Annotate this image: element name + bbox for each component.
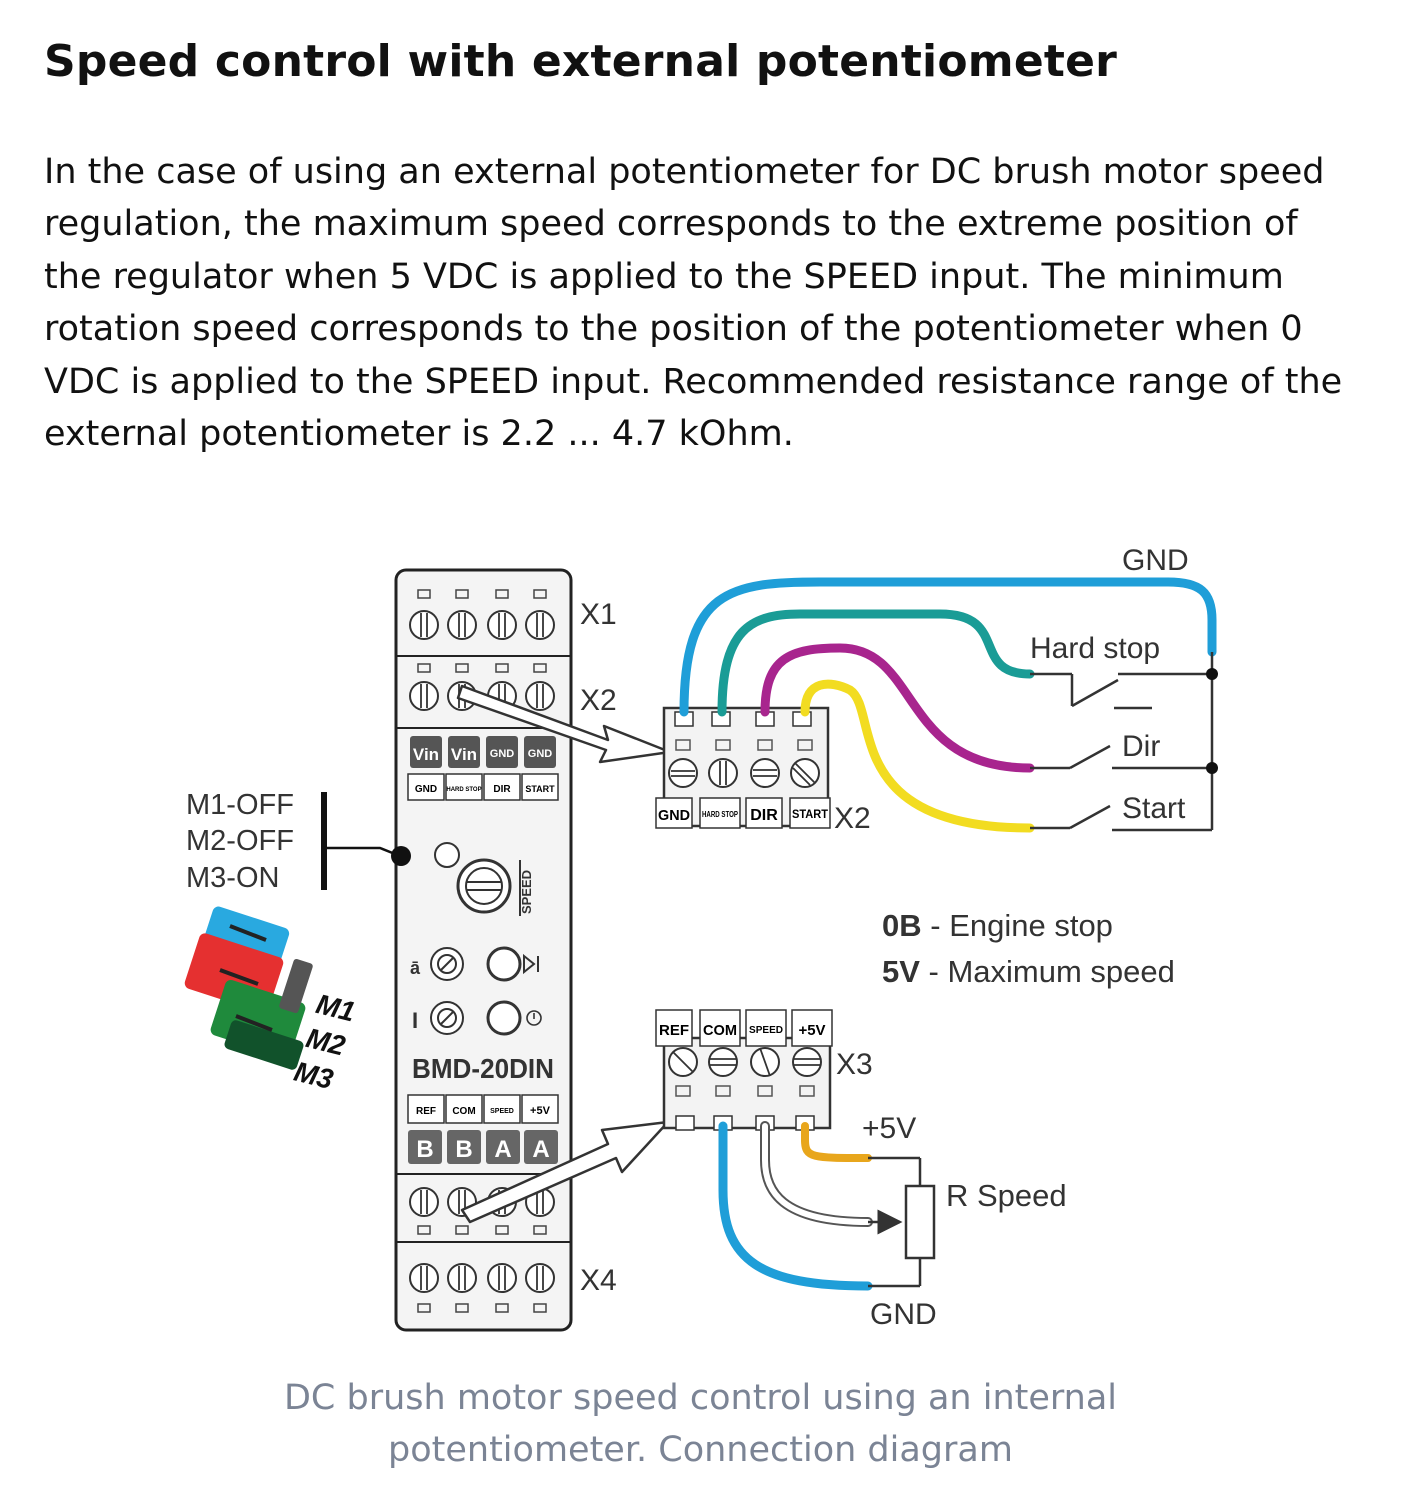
connection-diagram: X1 X2 Vin Vin GND GND GND HARD STOP DIR … <box>184 544 1218 1332</box>
pin-ref-label: REF <box>416 1106 436 1117</box>
jumper-settings: M1-OFF M2-OFF M3-ON <box>186 789 411 894</box>
x1-label: X1 <box>580 598 617 631</box>
pin-dir-label: DIR <box>493 784 511 795</box>
x3-block-ref-label: REF <box>659 1022 689 1039</box>
jumper-m1-label: M1 <box>313 988 358 1027</box>
caption-line-1: DC brush motor speed control using an in… <box>283 1378 1118 1418</box>
speed-knob-label: SPEED <box>519 870 534 914</box>
x3-pin-labels: REF COM SPEED +5V <box>407 1094 559 1124</box>
x2-block-start-label: START <box>792 807 829 821</box>
x4-terminal-block <box>409 1263 555 1313</box>
plus5v-wire <box>801 1122 872 1162</box>
svg-text:I: I <box>412 1008 418 1033</box>
device-model-label: BMD-20DIN <box>412 1053 554 1084</box>
gnd2-label: GND <box>528 748 553 760</box>
x2-block-label: X2 <box>834 802 871 835</box>
jumper-m2-label: M2 <box>303 1022 349 1062</box>
jumper-setting-m2: M2-OFF <box>186 825 294 857</box>
pin-hardstop-label: HARD STOP <box>446 787 481 793</box>
x3-block-com-label: COM <box>703 1022 737 1039</box>
x2-connector-block: GND HARD STOP DIR START <box>655 706 831 829</box>
pin-gnd-label: GND <box>415 784 437 795</box>
jumper-setting-m1: M1-OFF <box>186 789 294 821</box>
switch-schematic <box>1030 652 1218 832</box>
motor-pin-labels: B B A A <box>408 1130 558 1164</box>
hard-stop-wire <box>717 609 1035 717</box>
jumper-indicator-icon <box>434 842 460 868</box>
description-paragraph: In the case of using an external potenti… <box>44 152 1343 455</box>
motor-a2-label: A <box>532 1136 549 1163</box>
speed-knob-icon <box>456 858 512 914</box>
x2-block-hardstop-label: HARD STOP <box>702 810 739 819</box>
motor-b1-label: B <box>416 1136 433 1163</box>
dir-label: Dir <box>1122 730 1160 763</box>
x3-gnd-wire <box>718 1121 873 1291</box>
plus5v-label: +5V <box>862 1112 916 1145</box>
x2-device-label: X2 <box>580 684 617 717</box>
jumper-block-icon: M1 M2 M3 <box>184 906 358 1096</box>
pin-com-label: COM <box>452 1106 475 1117</box>
x1-terminal-block <box>409 589 555 640</box>
pot-gnd-label: GND <box>870 1298 937 1331</box>
pin-speed-label: SPEED <box>490 1108 514 1115</box>
speed-wire-outline <box>760 1121 873 1227</box>
gnd1-label: GND <box>490 748 515 760</box>
hard-stop-label: Hard stop <box>1030 632 1160 665</box>
x2-block-gnd-label: GND <box>658 807 690 824</box>
arrow-dot-icon: ā <box>410 958 421 978</box>
x3-block-label: X3 <box>836 1048 873 1081</box>
x2-zoom-arrow <box>456 684 672 764</box>
caption-line-2: potentiometer. Connection diagram <box>388 1430 1013 1470</box>
r-speed-label: R Speed <box>946 1178 1067 1213</box>
x4-label: X4 <box>580 1264 617 1297</box>
x2-block-dir-label: DIR <box>750 807 778 824</box>
dir-wire <box>760 643 1035 773</box>
motor-b2-label: B <box>455 1136 472 1163</box>
jumper-m3-label: M3 <box>291 1056 337 1096</box>
legend-item-stop: 0B - Engine stop <box>882 908 1113 943</box>
x3-connector-block: REF COM SPEED +5V <box>655 1009 833 1131</box>
status-indicators: ā I <box>410 946 542 1036</box>
vin1-label: Vin <box>413 745 439 764</box>
pin-start-label: START <box>525 784 555 794</box>
x2-pin-labels: GND HARD STOP DIR START <box>407 773 559 801</box>
jumper-setting-m3: M3-ON <box>186 862 279 894</box>
x3-block-speed-label: SPEED <box>749 1025 783 1036</box>
legend-item-max: 5V - Maximum speed <box>882 954 1175 989</box>
x3-block-5v-label: +5V <box>798 1022 825 1039</box>
pin-5v-label: +5V <box>530 1105 551 1117</box>
vin2-label: Vin <box>451 745 477 764</box>
page-title: Speed control with external potentiomete… <box>44 36 1118 87</box>
speed-wire <box>762 1123 871 1225</box>
potentiometer-icon <box>868 1156 936 1288</box>
figure-caption: DC brush motor speed control using an in… <box>200 1372 1201 1476</box>
gnd-wire <box>679 577 1217 717</box>
power-labels: Vin Vin GND GND <box>410 736 556 768</box>
motor-a1-label: A <box>494 1136 511 1163</box>
legend: 0B - Engine stop 5V - Maximum speed <box>882 908 1175 989</box>
gnd-switch-label: GND <box>1122 544 1189 577</box>
x3-zoom-arrow <box>460 1120 670 1224</box>
start-label: Start <box>1122 792 1186 825</box>
start-wire <box>800 679 1035 833</box>
